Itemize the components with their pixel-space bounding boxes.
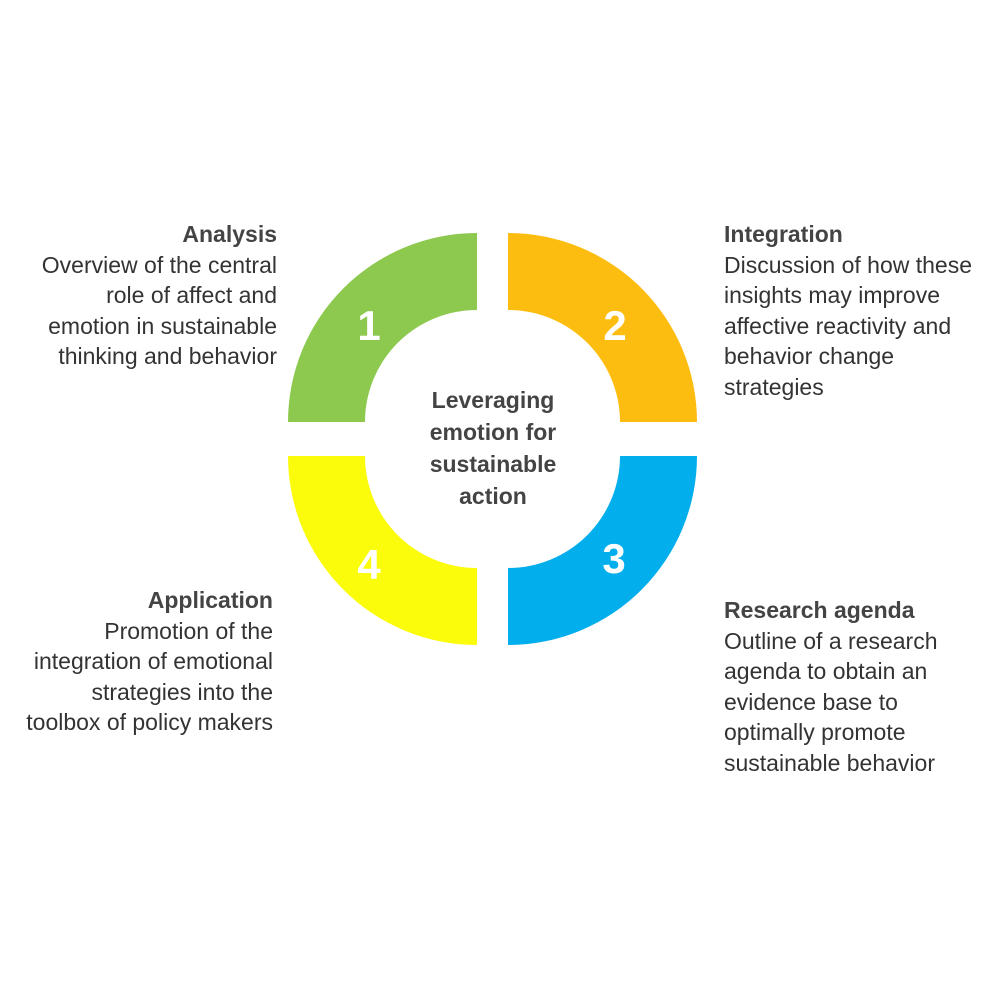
analysis-title: Analysis [182,221,277,247]
integration-title: Integration [724,221,843,247]
application-description: Application Promotion of the integration… [26,585,273,738]
integration-line: affective reactivity and [724,312,952,339]
center-title-line-4: action [459,483,527,509]
research-agenda-line: sustainable behavior [724,749,935,776]
analysis-line: role of affect and [106,282,277,308]
integration-line: strategies [724,373,824,400]
integration-line: insights may improve [724,282,941,308]
analysis-description: Analysis Overview of the central role of… [42,219,277,372]
application-line: Promotion of the [104,617,273,644]
segment-1-analysis [288,233,477,422]
segment-4-application [288,456,477,645]
application-line: strategies into the [91,678,273,705]
research-agenda-line: evidence base to [724,688,898,715]
segment-1-number: 1 [357,302,380,349]
application-line: integration of emotional [33,648,273,674]
integration-description: Integration Discussion of how these insi… [724,219,972,402]
research-agenda-line: Outline of a research [724,627,938,654]
segment-3-research-agenda [508,456,697,645]
segment-4-number: 4 [357,541,381,588]
analysis-line: emotion in sustainable [48,312,277,339]
segment-2-integration [508,233,697,422]
research-agenda-line: agenda to obtain an [724,658,928,684]
research-agenda-title: Research agenda [724,597,915,623]
application-title: Application [147,587,273,613]
application-line: toolbox of policy makers [26,709,273,735]
analysis-line: thinking and behavior [58,343,277,369]
segment-2-number: 2 [603,302,626,349]
center-title-line-1: Leveraging [432,387,555,413]
analysis-line: Overview of the central [41,251,277,278]
integration-line: Discussion of how these [724,251,973,278]
center-title-line-3: sustainable [430,451,557,477]
research-agenda-line: optimally promote [724,719,906,745]
research-agenda-description: Research agenda Outline of a research ag… [724,595,938,778]
segment-3-number: 3 [602,535,625,582]
center-title-line-2: emotion for [430,419,557,445]
integration-line: behavior change [724,343,895,369]
